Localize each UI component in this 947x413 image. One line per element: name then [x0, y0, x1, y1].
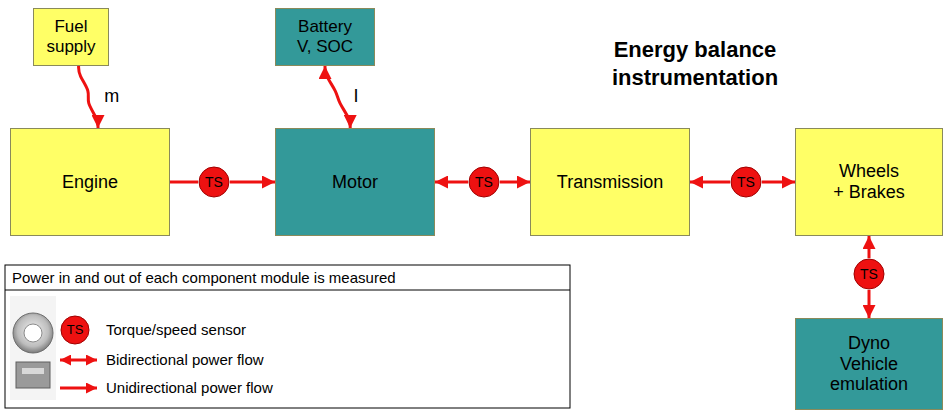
sensor-label: TS [860, 266, 878, 282]
sensor-label: TS [475, 174, 493, 190]
box-label: Engine [62, 172, 118, 193]
box-label: Fuel supply [41, 17, 101, 56]
photo-ground [10, 296, 56, 400]
legend-entry: Unidirectional power flow [106, 378, 273, 398]
sensor-label: TS [737, 174, 755, 190]
legend-entry: Bidirectional power flow [106, 350, 264, 370]
component-box: Transmission [530, 128, 690, 236]
dyno-box: Dyno Vehicle emulation [795, 318, 943, 410]
legend-frame [5, 265, 570, 408]
torque-speed-sensor: TS [468, 166, 500, 198]
sensor-housing [16, 362, 50, 388]
flow-quantity: I [352, 85, 361, 107]
power-flow-arrow [170, 181, 198, 184]
power-flow-arrow [868, 236, 871, 258]
torque-speed-sensor: TS [198, 166, 230, 198]
box-label: Battery V, SOC [290, 17, 360, 56]
power-flow-arrow [435, 181, 468, 184]
sensor-label: TS [205, 174, 223, 190]
box-label: Transmission [557, 172, 663, 193]
power-flow-arrow [500, 181, 530, 184]
component-box: Engine [10, 128, 170, 236]
legend-divider [5, 290, 570, 291]
torque-speed-sensor: TS [730, 166, 762, 198]
component-box: Motor [275, 128, 435, 236]
sensor-bore [24, 324, 42, 342]
sensor-photo [10, 296, 56, 400]
battery-box: Battery V, SOC [275, 8, 375, 66]
energy-flow-arrow [79, 66, 98, 128]
energy-flow-arrow [325, 66, 350, 128]
sensor-ring [13, 313, 53, 353]
flow-quantity: m [102, 85, 121, 107]
component-box: Wheels + Brakes [795, 128, 943, 236]
sensor-outline [854, 259, 884, 289]
sensor-outline [469, 167, 499, 197]
bidirectional-sample [60, 359, 97, 362]
power-flow-arrow [762, 181, 795, 184]
sensor-symbol [61, 316, 89, 344]
sensor-outline [731, 167, 761, 197]
power-flow-arrow [868, 290, 871, 318]
sensor-detail [22, 368, 44, 374]
box-label: Wheels + Brakes [832, 161, 906, 202]
legend-heading: Power in and out of each component modul… [12, 268, 562, 288]
box-label: Motor [332, 172, 378, 193]
legend-entry: Torque/speed sensor [106, 320, 246, 340]
power-flow-arrow [230, 181, 275, 184]
torque-speed-sensor: TS [853, 258, 885, 290]
sensor-outline [199, 167, 229, 197]
supply-box: Fuel supply [33, 8, 109, 66]
power-flow-arrow [690, 181, 730, 184]
diagram-title: Energy balance instrumentation [585, 36, 805, 91]
unidirectional-sample [60, 387, 97, 390]
sensor-symbol-text: TS [61, 316, 89, 344]
box-label: Dyno Vehicle emulation [823, 333, 915, 395]
